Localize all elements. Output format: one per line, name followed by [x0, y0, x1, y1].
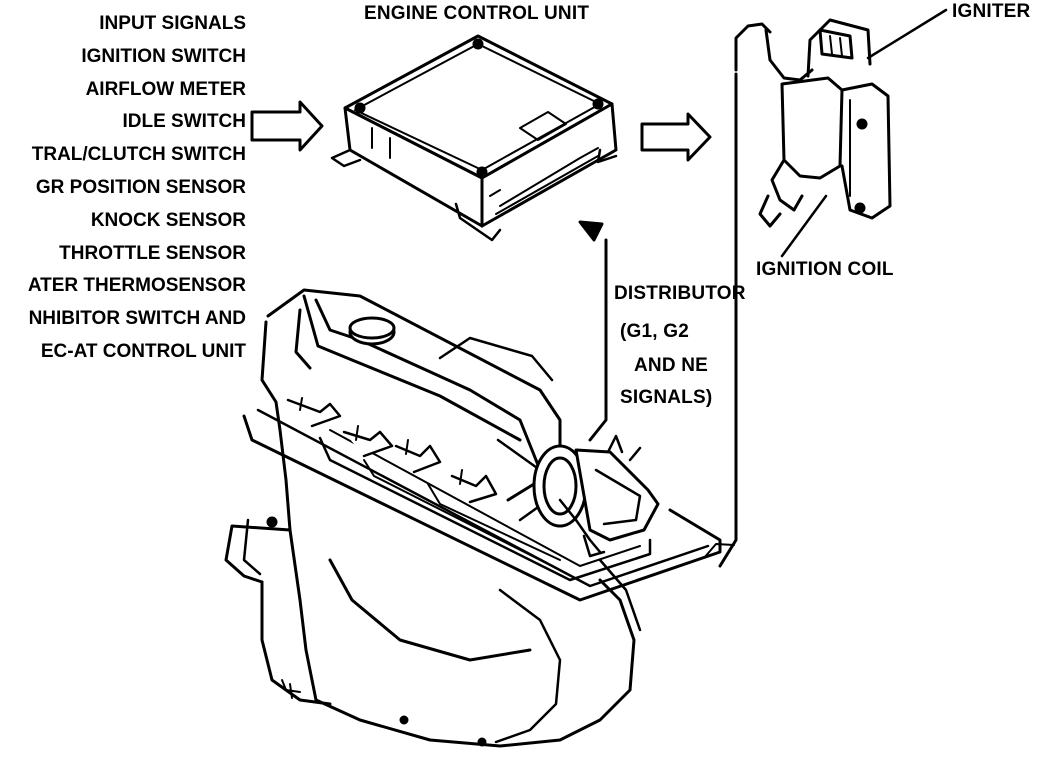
distributor-signals-line-2: AND NE — [634, 355, 709, 376]
distributor-signals-line-1: (G1, G2 — [620, 321, 689, 342]
leader-lines — [780, 8, 948, 258]
input-signal-item: AIRFLOW METER — [85, 78, 246, 100]
input-arrow — [250, 100, 324, 152]
ecu-box — [330, 34, 618, 242]
distributor-signals-line-3: SIGNALS) — [620, 387, 713, 408]
input-signal-item: IDLE SWITCH — [122, 111, 247, 133]
input-signal-item: ATER THERMOSENSOR — [27, 275, 246, 297]
input-signal-item: EC-AT CONTROL UNIT — [40, 340, 246, 362]
input-signals-title: INPUT SIGNALS — [99, 13, 246, 34]
input-signals-list: INPUT SIGNALS IGNITION SWITCH AIRFLOW ME… — [28, 8, 246, 369]
input-signal-item: KNOCK SENSOR — [90, 209, 246, 231]
input-signal-item: IGNITION SWITCH — [81, 45, 246, 67]
ignition-coil-label: IGNITION COIL — [756, 259, 894, 280]
distributor-label: DISTRIBUTOR — [614, 283, 746, 304]
ignition-coil — [734, 18, 892, 228]
engine-block — [224, 288, 722, 748]
input-signal-item: GR POSITION SENSOR — [35, 176, 246, 198]
output-arrow — [640, 112, 712, 162]
ecu-label: ENGINE CONTROL UNIT — [364, 3, 590, 24]
input-signal-item: NHIBITOR SWITCH AND — [28, 308, 246, 330]
distributor-signal-line — [578, 220, 608, 442]
coil-wire — [703, 72, 738, 568]
input-signal-item: THROTTLE SENSOR — [59, 242, 246, 264]
igniter-label: IGNITER — [952, 1, 1031, 22]
input-signal-item: TRAL/CLUTCH SWITCH — [31, 144, 246, 166]
